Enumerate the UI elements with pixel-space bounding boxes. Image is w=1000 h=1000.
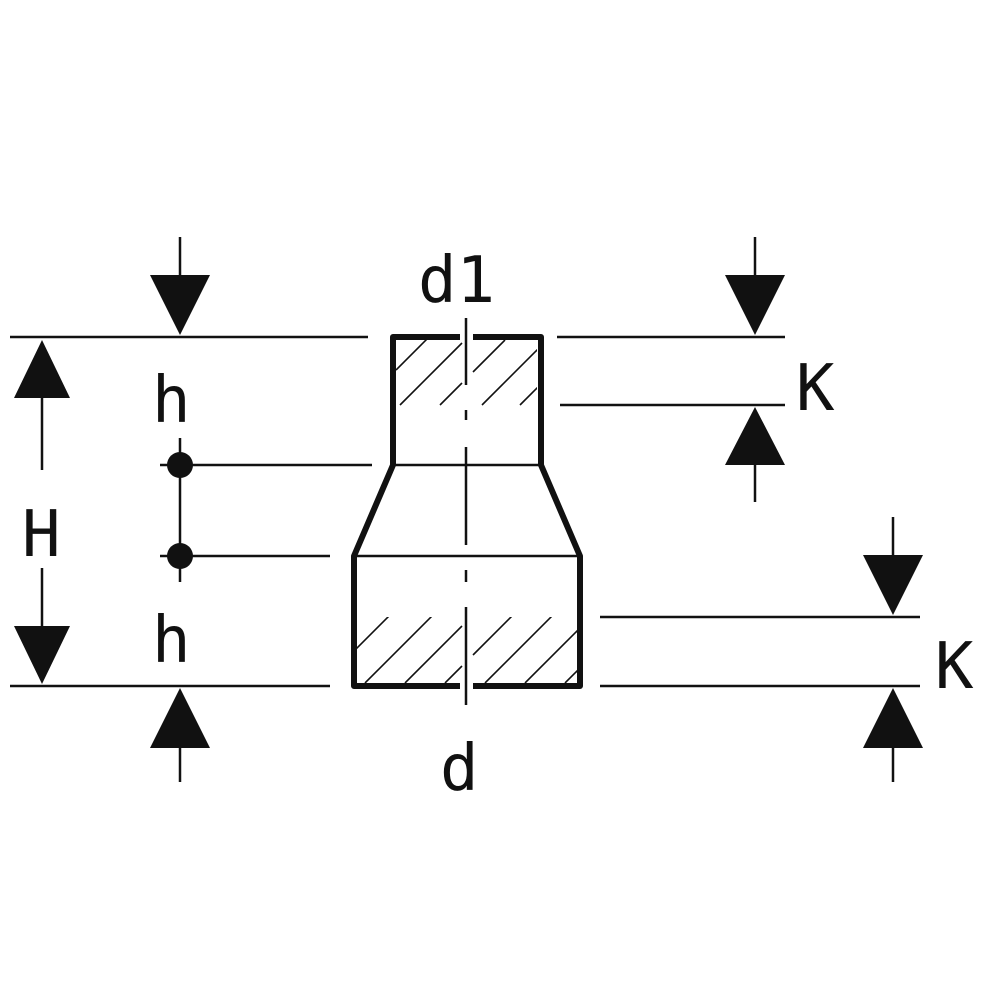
hatching-bottom	[357, 617, 577, 683]
arrow-down-icon	[14, 626, 70, 684]
label-d1: d1	[418, 244, 495, 318]
arrow-down-icon	[863, 555, 923, 615]
arrow-down-icon	[150, 275, 210, 335]
label-K-top: K	[796, 352, 835, 426]
label-h-bottom: h	[152, 604, 191, 678]
arrow-up-icon	[725, 407, 785, 465]
label-h-top: h	[152, 364, 191, 438]
label-d: d	[440, 732, 479, 806]
arrow-up-icon	[150, 688, 210, 748]
hatching-top	[396, 340, 537, 406]
label-H: H	[22, 498, 61, 572]
label-K-bottom: K	[935, 630, 974, 704]
arrow-up-icon	[14, 340, 70, 398]
dot-icon	[167, 543, 193, 569]
dimension-H	[14, 340, 70, 684]
reducer-outline	[351, 334, 583, 689]
arrow-down-icon	[725, 275, 785, 335]
arrow-up-icon	[863, 688, 923, 748]
dot-icon	[167, 452, 193, 478]
